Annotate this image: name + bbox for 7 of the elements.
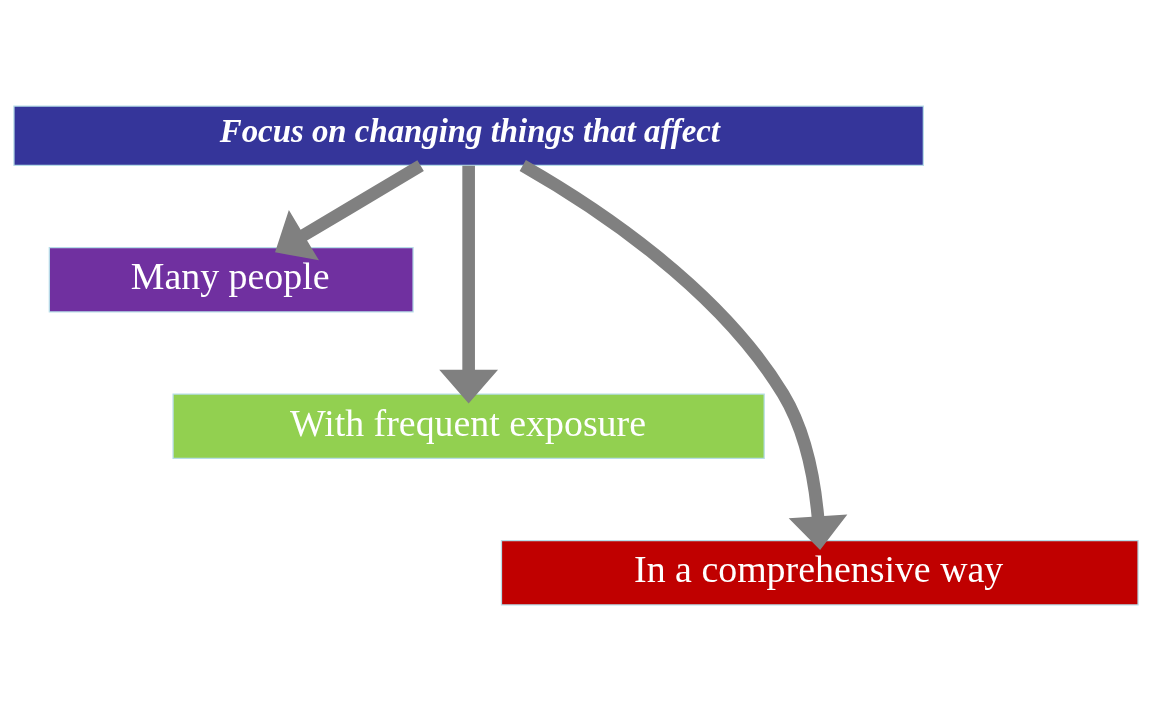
node-box: In a comprehensive way [500, 539, 1139, 606]
node-box: Focus on changing things that affect [13, 105, 924, 167]
node-box: With frequent exposure [172, 393, 765, 460]
arrow [519, 160, 848, 550]
arrow [439, 165, 499, 404]
node-box: Many people [48, 246, 414, 313]
arrow [275, 160, 424, 261]
